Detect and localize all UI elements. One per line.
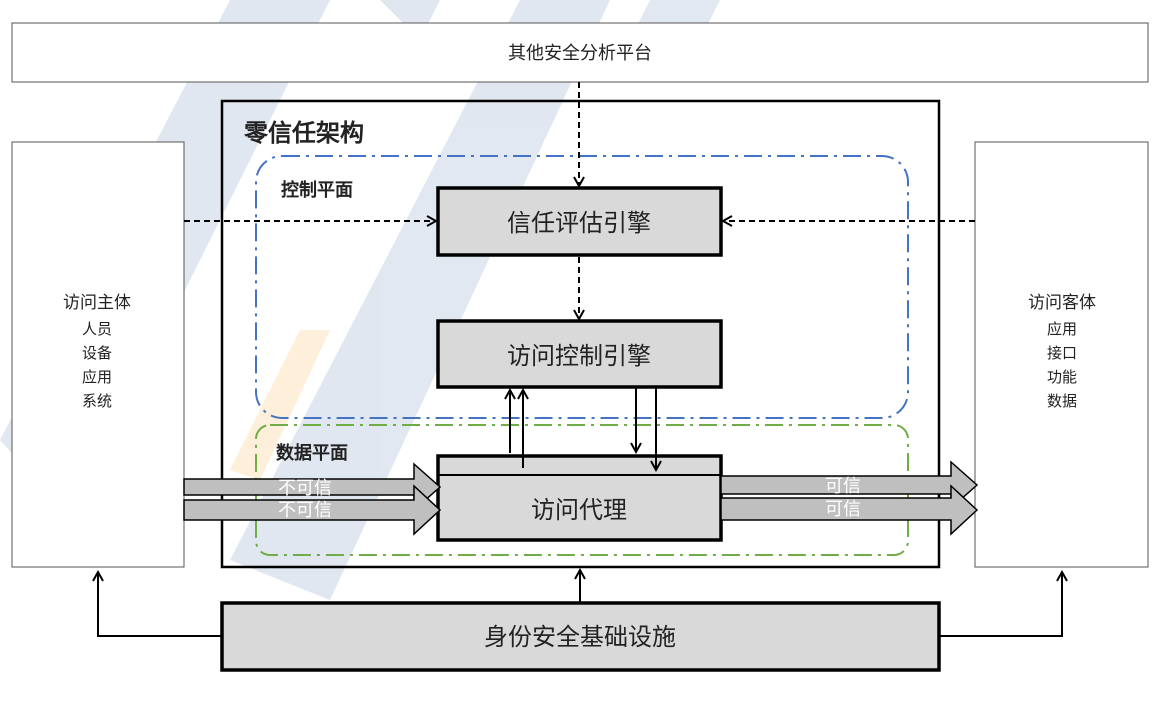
access-proxy: 访问代理 — [436, 454, 723, 542]
zero-trust-title: 零信任架构 — [243, 119, 364, 147]
access-control-engine: 访问控制引擎 — [436, 319, 723, 389]
trust-engine-label: 信任评估引擎 — [507, 209, 651, 237]
object-item: 应用 — [1047, 320, 1077, 338]
object-item: 接口 — [1047, 344, 1077, 362]
control-plane-region — [255, 155, 909, 419]
control-plane-title: 控制平面 — [281, 179, 353, 201]
trusted-flow-arrow — [720, 484, 979, 536]
identity-to-object-arrow — [939, 572, 1062, 637]
trusted-flow-arrow — [720, 460, 979, 510]
object-item: 数据 — [1047, 392, 1077, 410]
object-item: 功能 — [1047, 368, 1077, 386]
analysis-platform-box: 其他安全分析平台 — [11, 22, 1149, 83]
analysis-platform-label: 其他安全分析平台 — [508, 43, 652, 64]
trusted-label: 可信 — [825, 499, 861, 520]
identity-infra-label: 身份安全基础设施 — [484, 623, 676, 651]
identity-to-subject-arrow — [98, 572, 222, 637]
untrusted-flow-arrow — [183, 484, 442, 536]
subject-title: 访问主体 — [63, 293, 131, 313]
subject-item: 人员 — [82, 320, 112, 338]
untrusted-label: 不可信 — [278, 500, 332, 521]
object-title: 访问客体 — [1028, 293, 1096, 313]
access-subject-box: 访问主体 人员 设备 应用 系统 — [11, 141, 185, 568]
zero-trust-box: 零信任架构 — [220, 99, 941, 569]
access-proxy-label: 访问代理 — [531, 496, 627, 524]
subject-item: 应用 — [82, 368, 112, 386]
data-plane-title: 数据平面 — [276, 442, 348, 464]
untrusted-label: 不可信 — [278, 478, 332, 499]
access-control-engine-label: 访问控制引擎 — [507, 342, 651, 370]
trust-evaluation-engine: 信任评估引擎 — [436, 186, 723, 257]
access-object-box: 访问客体 应用 接口 功能 数据 — [974, 141, 1149, 568]
subject-item: 系统 — [82, 392, 112, 410]
trusted-label: 可信 — [825, 476, 861, 497]
subject-item: 设备 — [82, 344, 112, 362]
identity-infrastructure: 身份安全基础设施 — [220, 601, 941, 672]
